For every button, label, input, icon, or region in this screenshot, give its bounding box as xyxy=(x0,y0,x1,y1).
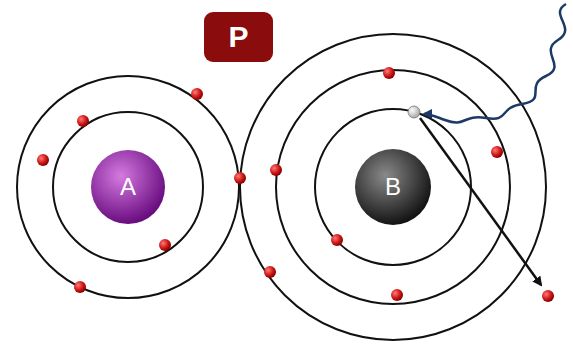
vacancy xyxy=(408,106,420,118)
nucleus-circle: B xyxy=(355,149,431,225)
node-label: B xyxy=(385,173,401,201)
node-label: A xyxy=(120,173,136,201)
electrons xyxy=(37,67,554,302)
label-box: P xyxy=(204,12,273,62)
photon-wave xyxy=(424,4,566,123)
node-label: P xyxy=(228,20,248,54)
ejection-arrow xyxy=(420,118,541,285)
nucleus-circle: A xyxy=(91,150,165,224)
electron-shells xyxy=(17,34,546,340)
